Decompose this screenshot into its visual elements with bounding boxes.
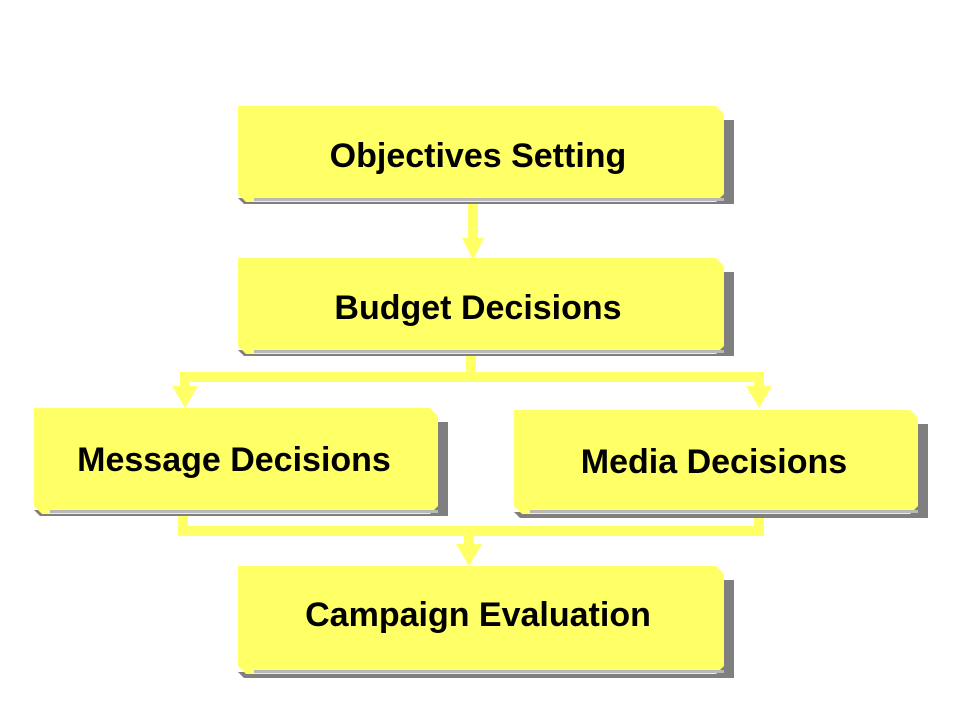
box-inner-line: [254, 350, 724, 353]
node-label: Message Decisions: [77, 441, 391, 479]
edge-budget-media: [746, 372, 772, 408]
box-face: [34, 408, 438, 514]
edge-budget-message: [172, 372, 198, 408]
edge-objectives-budget: [462, 200, 484, 260]
node-label: Objectives Setting: [330, 137, 627, 175]
node-budget: Budget Decisions: [238, 258, 734, 356]
edge-message-evaluation: [178, 500, 188, 534]
edge-budget-split: [180, 350, 764, 382]
node-message: Message Decisions: [34, 408, 448, 516]
node-objectives: Objectives Setting: [238, 106, 734, 204]
box-inner-line: [530, 510, 918, 513]
box-face: [514, 410, 918, 514]
box-face: [238, 258, 724, 354]
node-label: Campaign Evaluation: [305, 596, 651, 634]
node-label: Media Decisions: [581, 443, 847, 481]
box-inner-line: [254, 670, 724, 673]
node-media: Media Decisions: [514, 410, 928, 518]
edge-merge-evaluation: [178, 526, 764, 566]
box-face: [238, 566, 724, 674]
node-label: Budget Decisions: [334, 289, 621, 327]
node-evaluation: Campaign Evaluation: [238, 566, 734, 678]
box-inner-line: [254, 198, 724, 201]
box-inner-line: [50, 510, 438, 513]
box-face: [238, 106, 724, 202]
